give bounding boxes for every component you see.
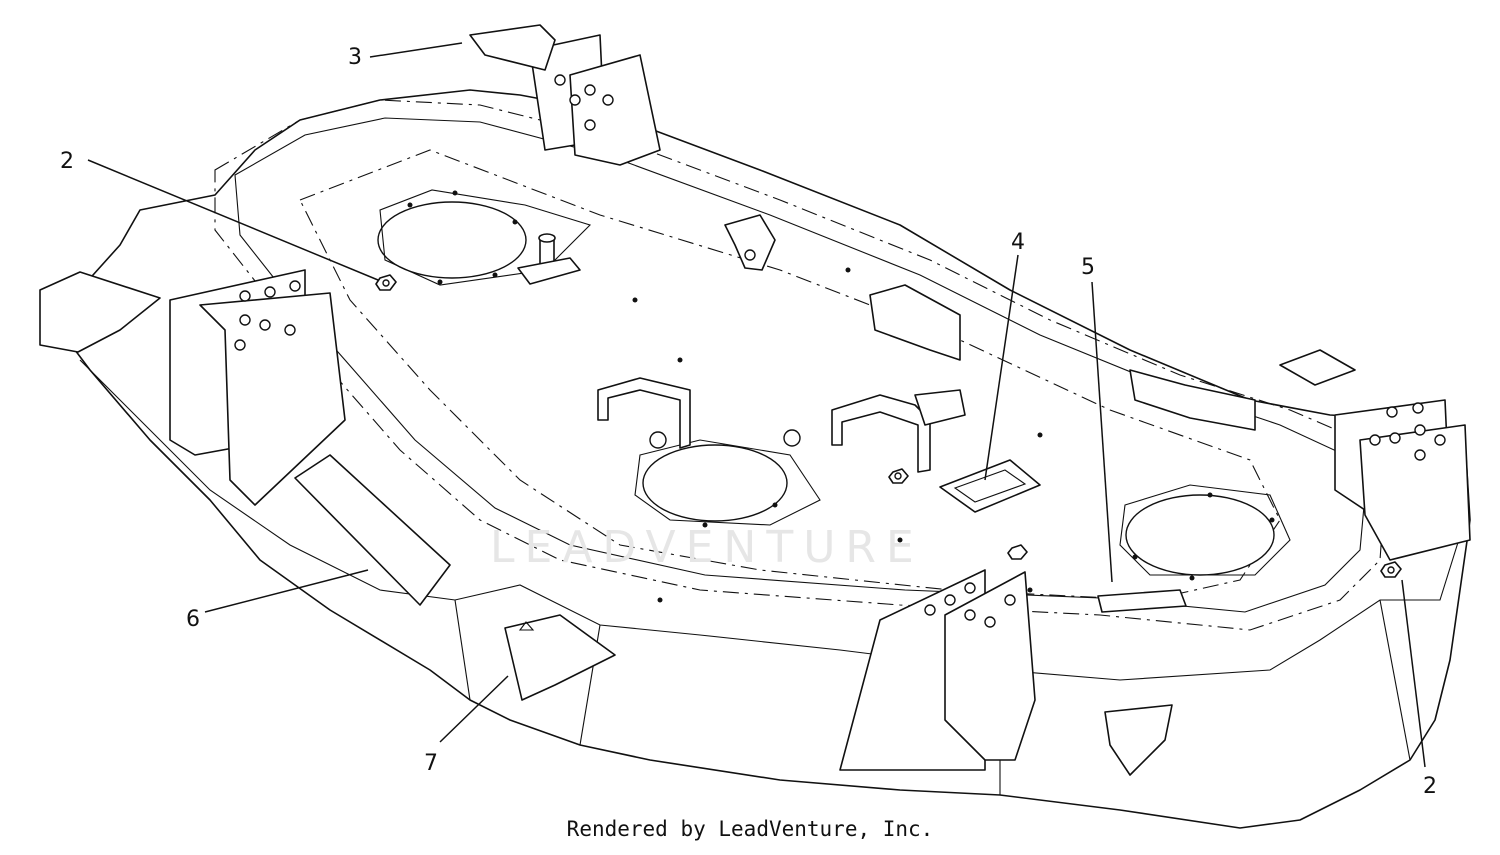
nut-center-1 xyxy=(888,468,909,484)
decal-5 xyxy=(1097,589,1187,613)
leader-2-left xyxy=(87,159,379,281)
leader-7 xyxy=(439,675,509,743)
center-post xyxy=(517,233,581,285)
nut-left xyxy=(375,274,397,291)
rear-step-block xyxy=(869,284,961,361)
callout-3: 3 xyxy=(348,45,362,70)
right-rear-bracket xyxy=(1334,399,1471,561)
callout-7: 7 xyxy=(424,751,438,776)
watermark-text: LEADVENTURE xyxy=(490,522,924,573)
leader-6 xyxy=(204,569,369,613)
left-spindle-opening xyxy=(377,189,592,286)
right-spindle-opening xyxy=(1119,484,1291,576)
plate-bolt-holes xyxy=(407,190,1275,603)
leader-4 xyxy=(984,254,1019,481)
center-bracket-left xyxy=(597,377,691,449)
callout-2-left: 2 xyxy=(60,149,74,174)
left-anti-scalp-bracket xyxy=(169,269,346,506)
callout-5: 5 xyxy=(1081,255,1095,280)
callout-6: 6 xyxy=(186,607,200,632)
decal-6 xyxy=(294,454,451,606)
leader-5 xyxy=(1091,281,1113,583)
nut-center-2 xyxy=(1007,544,1028,560)
front-anti-scalp-bracket xyxy=(839,569,1036,771)
footer-credit: Rendered by LeadVenture, Inc. xyxy=(566,817,934,841)
callout-4: 4 xyxy=(1011,230,1025,255)
decal-3 xyxy=(469,24,556,71)
decal-7 xyxy=(504,614,616,701)
deck-top-plate xyxy=(299,149,1281,601)
nut-right xyxy=(1380,561,1402,578)
center-spindle-opening xyxy=(634,429,821,526)
deck-front-skirt xyxy=(79,359,1466,681)
leader-2-right xyxy=(1401,579,1426,768)
callout-2-right: 2 xyxy=(1423,774,1437,799)
center-bracket-right xyxy=(831,394,931,473)
left-rear-bracket xyxy=(529,34,661,166)
leader-3 xyxy=(369,42,463,58)
top-chute-bracket xyxy=(724,214,776,271)
left-deflector xyxy=(39,271,161,353)
decal-right-warning xyxy=(1104,704,1173,776)
